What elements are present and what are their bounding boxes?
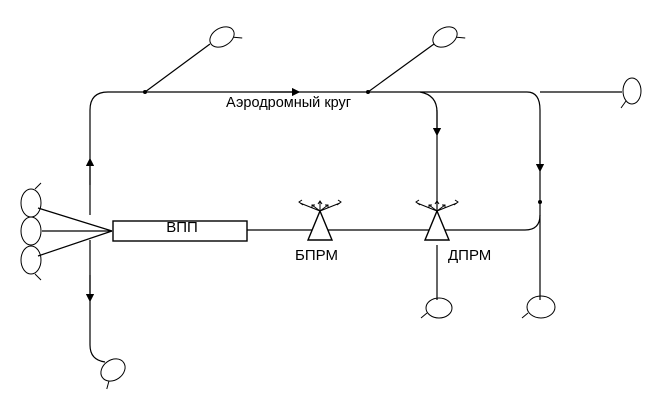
junction-dot <box>143 90 147 94</box>
departure-route-down <box>89 240 106 363</box>
holding-fix-icon <box>20 216 42 246</box>
outer-beacon-label: БПРМ <box>295 247 338 264</box>
junction-dot <box>538 200 542 204</box>
outer-marker-beacon-icon <box>298 199 342 241</box>
fix-link-left <box>144 43 211 93</box>
approach-fan-line <box>37 230 113 257</box>
holding-fix-icon <box>100 358 126 390</box>
holding-fix-icon <box>521 295 556 319</box>
holding-fix-icon <box>20 182 42 218</box>
traffic-circle-route <box>89 91 541 231</box>
traffic-circle-label: Аэродромный круг <box>226 95 352 111</box>
inner-beacon-label: ДПРМ <box>448 247 492 264</box>
runway-label: ВПП <box>166 219 198 236</box>
holding-fix-icon <box>432 26 466 48</box>
junction-dot <box>366 90 370 94</box>
fix-link-center <box>367 43 435 93</box>
holding-fix-icon <box>209 26 243 48</box>
inner-marker-beacon-icon <box>415 199 459 241</box>
runway <box>112 220 248 242</box>
holding-fix-icon <box>20 245 42 281</box>
approach-fan-line <box>37 207 113 232</box>
holding-fix-icon <box>620 77 642 109</box>
holding-fix-icon <box>420 297 453 319</box>
